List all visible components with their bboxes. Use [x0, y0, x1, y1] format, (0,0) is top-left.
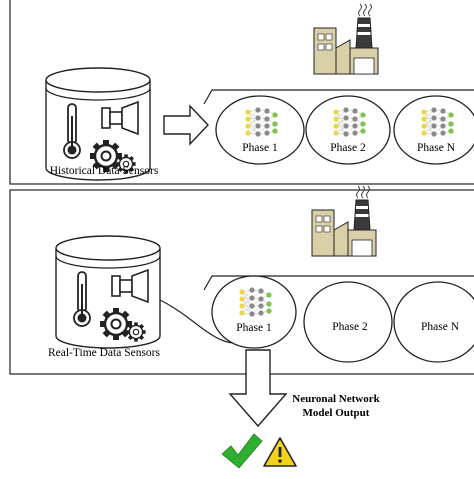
realtime-phase-2: Phase 2 — [303, 281, 393, 363]
realtime-phase-bracket — [203, 275, 474, 291]
training-phase-2: Phase 2 — [305, 95, 391, 165]
training-panel: Historical Data Sensors Phase 1 Phase 2 … — [9, 0, 474, 185]
historical-database-icon — [44, 66, 152, 182]
realtime-database-icon — [54, 234, 162, 350]
output-title-line1: Neuronal Network — [292, 393, 380, 405]
training-phase-2-label: Phase 2 — [330, 142, 366, 154]
realtime-phase-1: Phase 1 — [211, 275, 297, 349]
realtime-sensor-caption: Real-Time Data Sensors — [48, 347, 161, 359]
realtime-phase-1-label: Phase 1 — [236, 322, 272, 334]
training-phase-n: Phase N — [393, 95, 474, 165]
output-title-line2: Model Output — [303, 407, 370, 419]
factory-icon — [313, 3, 379, 75]
realtime-phase-2-label: Phase 2 — [332, 321, 368, 333]
checkmark-icon — [221, 433, 263, 469]
realtime-phase-n: Phase N — [393, 281, 474, 363]
realtime-panel: Real-Time Data Sensors Phase 1 Phase 2 P… — [9, 185, 474, 375]
warning-icon — [263, 437, 297, 467]
realtime-phase-n-label: Phase N — [421, 321, 460, 333]
factory-icon — [311, 185, 377, 257]
output-down-arrow — [228, 349, 288, 428]
training-phase-1-label: Phase 1 — [242, 142, 278, 154]
training-phase-bracket — [203, 89, 474, 105]
training-flow-arrow — [163, 104, 209, 146]
training-phase-1: Phase 1 — [215, 95, 305, 165]
training-phase-n-label: Phase N — [417, 142, 456, 154]
output-section: Neuronal Network Model Output — [221, 349, 381, 469]
historical-sensor-caption: Historical Data Sensors — [50, 165, 159, 177]
